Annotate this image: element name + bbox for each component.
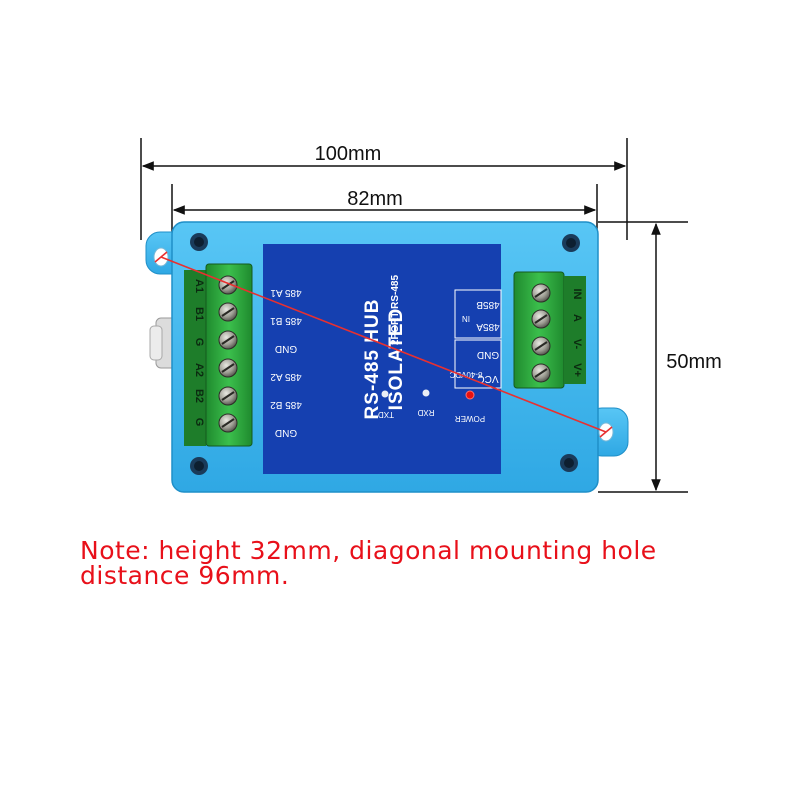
- terminal-screw-icon: [531, 363, 551, 383]
- terminal-label: V+: [571, 363, 583, 377]
- port-label: GND: [275, 343, 297, 354]
- led-rxd-label: RXD: [417, 408, 434, 417]
- port-label: 485 B1: [270, 315, 302, 326]
- port-label-vcc: VCC: [477, 373, 498, 384]
- left-port-labels: 485 A1 485 B1 GND 485 A2 485 B2 GND: [270, 287, 302, 438]
- terminal-screw-icon: [218, 275, 238, 295]
- device-title-line1: ISOLATED: [386, 308, 407, 411]
- left-terminal-block: A1 B1 G A2 B2 G: [184, 263, 253, 447]
- port-label: 485 A1: [270, 287, 302, 298]
- terminal-label: A2: [193, 363, 205, 377]
- port-label-gnd: GND: [477, 349, 499, 360]
- led-rxd-icon: [422, 389, 430, 397]
- label-panel: [263, 244, 501, 474]
- terminal-screw-icon: [218, 386, 238, 406]
- width-inner-label: 82mm: [347, 188, 403, 210]
- note-text: Note: height 32mm, diagonal mounting hol…: [80, 536, 657, 590]
- right-terminal-block: A IN V- V+: [513, 271, 586, 389]
- terminal-screw-icon: [218, 358, 238, 378]
- port-label: 485 B2: [270, 399, 302, 410]
- port-label: GND: [275, 427, 297, 438]
- terminal-screw-icon: [218, 302, 238, 322]
- port-label-485b: 485B: [476, 299, 500, 310]
- device-subtitle: 2PORT RS-485: [390, 275, 401, 345]
- terminal-screw-icon: [531, 336, 551, 356]
- led-txd-icon: [381, 390, 389, 398]
- dimension-lines: [140, 138, 688, 493]
- terminal-label: B2: [193, 389, 205, 403]
- port-label-485a: 485A: [476, 321, 500, 332]
- terminal-label: A: [571, 314, 583, 322]
- width-outer-label: 100mm: [315, 143, 382, 165]
- terminal-screw-icon: [218, 413, 238, 433]
- terminal-screw-icon: [531, 309, 551, 329]
- device-title-line2: RS-485 HUB: [362, 299, 383, 420]
- height-label: 50mm: [666, 351, 722, 373]
- led-power-label: POWER: [455, 414, 485, 423]
- terminal-label: V-: [571, 339, 583, 350]
- terminal-screw-icon: [218, 330, 238, 350]
- led-txd-label: TXD: [378, 410, 394, 419]
- corner-screws: [190, 233, 580, 475]
- led-power-icon: [465, 390, 475, 400]
- terminal-label: IN: [571, 289, 583, 300]
- port-label-range: 8-40VDC: [449, 370, 482, 379]
- terminal-label: G: [193, 338, 205, 347]
- terminal-label: G: [193, 418, 205, 427]
- diagonal-hole-distance-line: [160, 256, 607, 433]
- port-label: 485 A2: [270, 371, 302, 382]
- terminal-label: B1: [193, 307, 205, 321]
- status-leds: TXD RXD POWER: [378, 389, 485, 423]
- terminal-screw-icon: [531, 283, 551, 303]
- right-port-labels: 485B 485A IN GND VCC 8-40VDC: [449, 289, 502, 389]
- terminal-label: A1: [193, 279, 205, 293]
- port-label-in: IN: [462, 314, 470, 323]
